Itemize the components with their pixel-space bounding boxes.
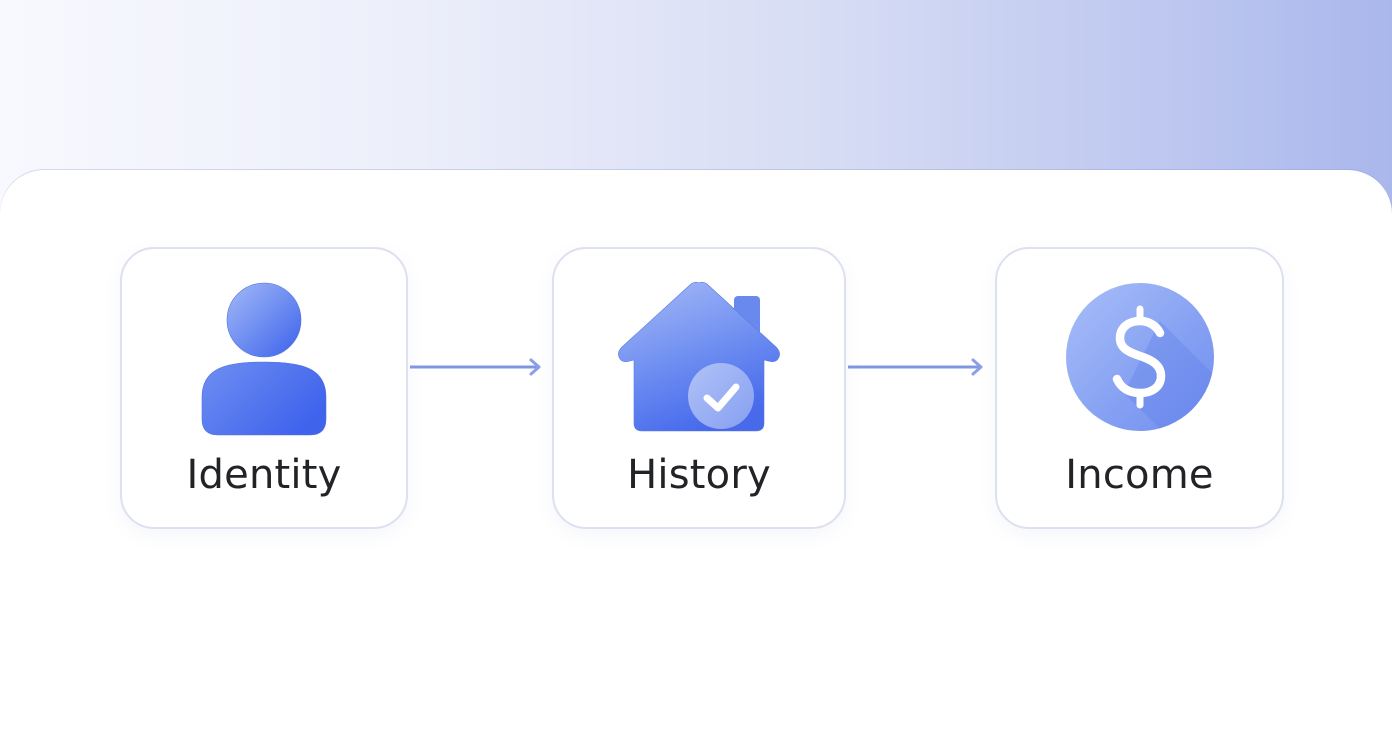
- step-label-history: History: [627, 452, 771, 498]
- arrow-right-icon: [848, 357, 986, 377]
- step-card-history: History: [552, 247, 846, 529]
- arrow-right-icon: [410, 357, 544, 377]
- step-card-identity: Identity: [120, 247, 408, 529]
- step-label-identity: Identity: [186, 452, 342, 498]
- house-check-icon: [614, 281, 784, 437]
- user-icon: [194, 279, 334, 443]
- step-label-income: Income: [1065, 452, 1214, 498]
- dollar-coin-icon: [1064, 281, 1216, 437]
- step-card-income: Income: [995, 247, 1284, 529]
